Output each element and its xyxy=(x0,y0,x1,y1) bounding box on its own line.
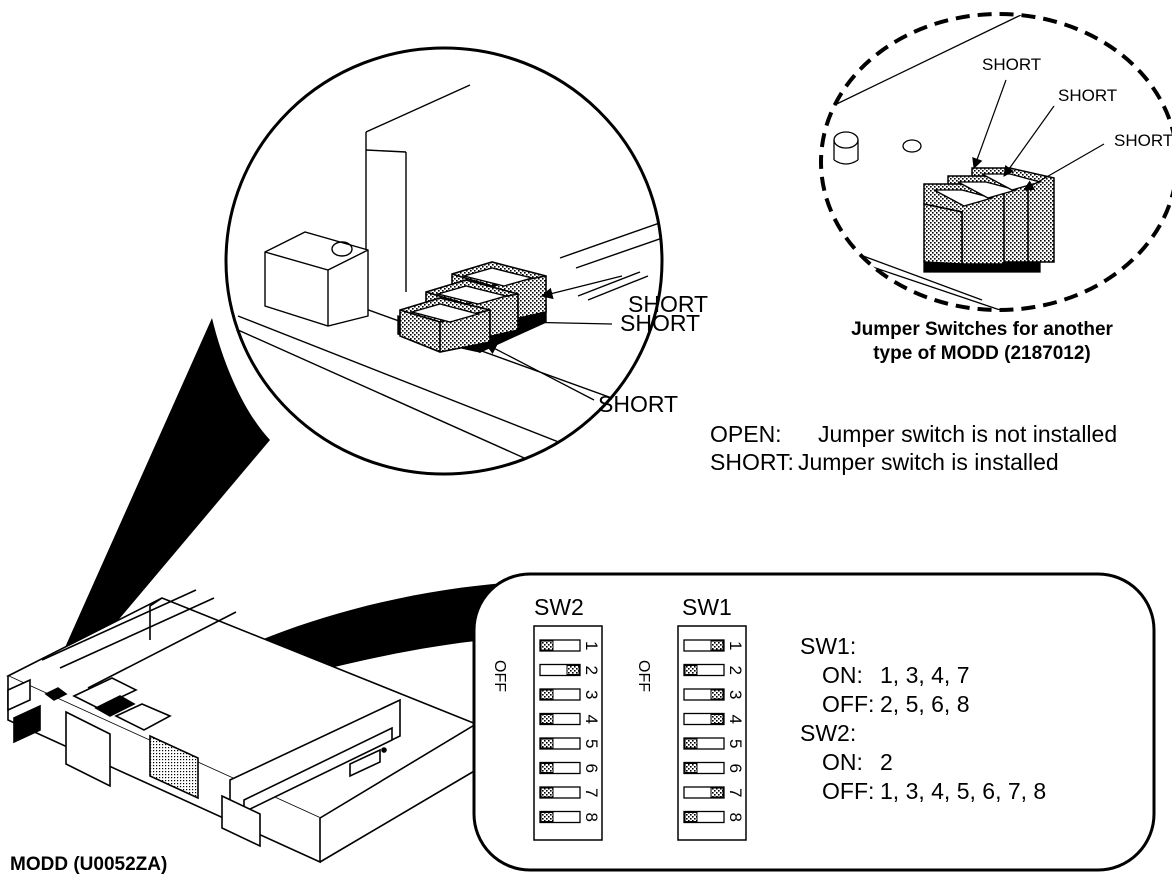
sw1-slot-3 xyxy=(683,688,725,701)
short-leader-1 xyxy=(540,275,623,300)
sw2-slot-6 xyxy=(539,761,581,775)
short-label: SHORT xyxy=(620,310,701,336)
legend-open-key: OPEN: xyxy=(710,421,782,447)
sw2-toggle-1-on xyxy=(540,640,554,651)
sw1-toggle-5-on xyxy=(684,738,698,749)
sw1-slot-1 xyxy=(683,639,725,652)
sw1-on-row: ON: 1, 3, 4, 7 xyxy=(800,661,1046,690)
sw1-toggle-7-off xyxy=(710,787,724,798)
sw2-slot-3 xyxy=(539,688,581,701)
sw1-toggle-6-on xyxy=(684,763,698,773)
sw2-number-7: 7 xyxy=(582,788,601,797)
inset-short-label: SHORT xyxy=(1114,131,1172,150)
short-label: SHORT xyxy=(628,291,709,317)
inset-caption: Jumper Switches for another type of MODD… xyxy=(822,318,1142,366)
sw1-title: SW1 xyxy=(682,594,732,620)
sw2-off-label: OFF xyxy=(491,660,508,692)
sw2-slot-4 xyxy=(539,712,581,726)
legend-short-text: Jumper switch is installed xyxy=(797,449,1059,475)
sw1-settings-label: SW1: xyxy=(800,633,857,659)
sw2-number-5: 5 xyxy=(582,739,601,748)
sw2-slot-2 xyxy=(539,663,581,677)
sw1-off-label: OFF xyxy=(635,660,652,692)
sw2-toggle-5-on xyxy=(540,738,554,749)
sw2-off-row: OFF:1, 3, 4, 5, 6, 7, 8 xyxy=(800,777,1046,806)
sw2-off-values: 1, 3, 4, 5, 6, 7, 8 xyxy=(880,778,1047,804)
switch-settings-list: SW1: ON:1, 3, 4, 7 OFF:2, 5, 6, 8 SW2: O… xyxy=(800,632,1046,806)
short-leader-2 xyxy=(516,316,613,329)
legend-open-text: Jumper switch is not installed xyxy=(818,421,1118,447)
sw2-slot-5 xyxy=(539,737,581,750)
sw1-slot-5 xyxy=(683,737,725,750)
sw2-dip-switch: 1 2 3 4 5 6 7 8 xyxy=(533,625,603,841)
sw2-number-2: 2 xyxy=(582,666,601,675)
sw1-slot-8 xyxy=(683,810,725,824)
sw1-number-6: 6 xyxy=(726,764,745,773)
sw2-number-3: 3 xyxy=(582,690,601,699)
legend-open-row: OPEN: Jumper switch is not installed xyxy=(710,420,1117,448)
inset-caption-line1: Jumper Switches for another xyxy=(851,319,1113,340)
sw2-toggle-7-on xyxy=(540,787,554,798)
sw1-number-4: 4 xyxy=(726,715,745,724)
sw2-number-6: 6 xyxy=(582,764,601,773)
sw1-slot-7 xyxy=(683,786,725,799)
legend-short-row: SHORT: Jumper switch is installed xyxy=(710,448,1117,476)
sw2-on-key: ON: xyxy=(822,749,863,775)
sw1-off-key: OFF: xyxy=(822,691,875,717)
sw2-toggle-8-on xyxy=(540,812,554,822)
dip-switch-panel xyxy=(472,572,1156,872)
sw2-slot-8 xyxy=(539,810,581,824)
sw2-settings-label: SW2: xyxy=(800,720,857,746)
device-label: MODD (U0052ZA) xyxy=(10,854,168,875)
sw2-off-key: OFF: xyxy=(822,778,875,804)
magnify-wedge xyxy=(46,318,270,694)
sw1-number-5: 5 xyxy=(726,739,745,748)
sw2-toggle-6-on xyxy=(540,763,554,773)
inset-short-label: SHORT xyxy=(982,55,1042,74)
sw1-number-8: 8 xyxy=(726,813,745,822)
inset-short-label: SHORT xyxy=(1058,86,1118,105)
legend-short-key: SHORT: xyxy=(710,449,794,475)
sw1-number-3: 3 xyxy=(726,690,745,699)
sw1-toggle-3-off xyxy=(710,689,724,700)
sw2-toggle-2-off xyxy=(566,665,580,675)
short-label: SHORT xyxy=(598,391,679,417)
sw1-number-2: 2 xyxy=(726,666,745,675)
sw2-number-1: 1 xyxy=(582,641,601,650)
sw2-slot-1 xyxy=(539,639,581,652)
magnified-jumper-view xyxy=(224,46,664,476)
sw1-number-1: 1 xyxy=(726,641,745,650)
sw1-toggle-2-on xyxy=(684,665,698,675)
sw1-dip-switch: 1 2 3 4 5 6 7 8 xyxy=(677,625,747,841)
sw2-number-4: 4 xyxy=(582,715,601,724)
sw1-on-values: 1, 3, 4, 7 xyxy=(880,662,970,688)
sw2-toggle-3-on xyxy=(540,689,554,700)
sw2-on-row: ON: 2 xyxy=(800,748,1046,777)
sw1-toggle-4-off xyxy=(710,714,724,724)
sw1-toggle-1-off xyxy=(710,640,724,651)
sw2-slot-7 xyxy=(539,786,581,799)
sw1-slot-6 xyxy=(683,761,725,775)
sw1-off-row: OFF:2, 5, 6, 8 xyxy=(800,690,1046,719)
sw1-off-values: 2, 5, 6, 8 xyxy=(880,691,970,717)
sw1-slot-4 xyxy=(683,712,725,726)
sw1-toggle-8-on xyxy=(684,812,698,822)
sw1-on-key: ON: xyxy=(822,662,863,688)
sw1-number-7: 7 xyxy=(726,788,745,797)
sw1-slot-2 xyxy=(683,663,725,677)
sw2-number-8: 8 xyxy=(582,813,601,822)
inset-caption-line2: type of MODD (2187012) xyxy=(873,343,1091,364)
inset-jumper-view xyxy=(819,12,1172,312)
short-leader-3 xyxy=(484,343,595,401)
sw2-on-values: 2 xyxy=(880,749,893,775)
jumper-legend: OPEN: Jumper switch is not installed SHO… xyxy=(710,420,1117,476)
sw2-toggle-4-on xyxy=(540,714,554,724)
sw2-title: SW2 xyxy=(534,594,584,620)
